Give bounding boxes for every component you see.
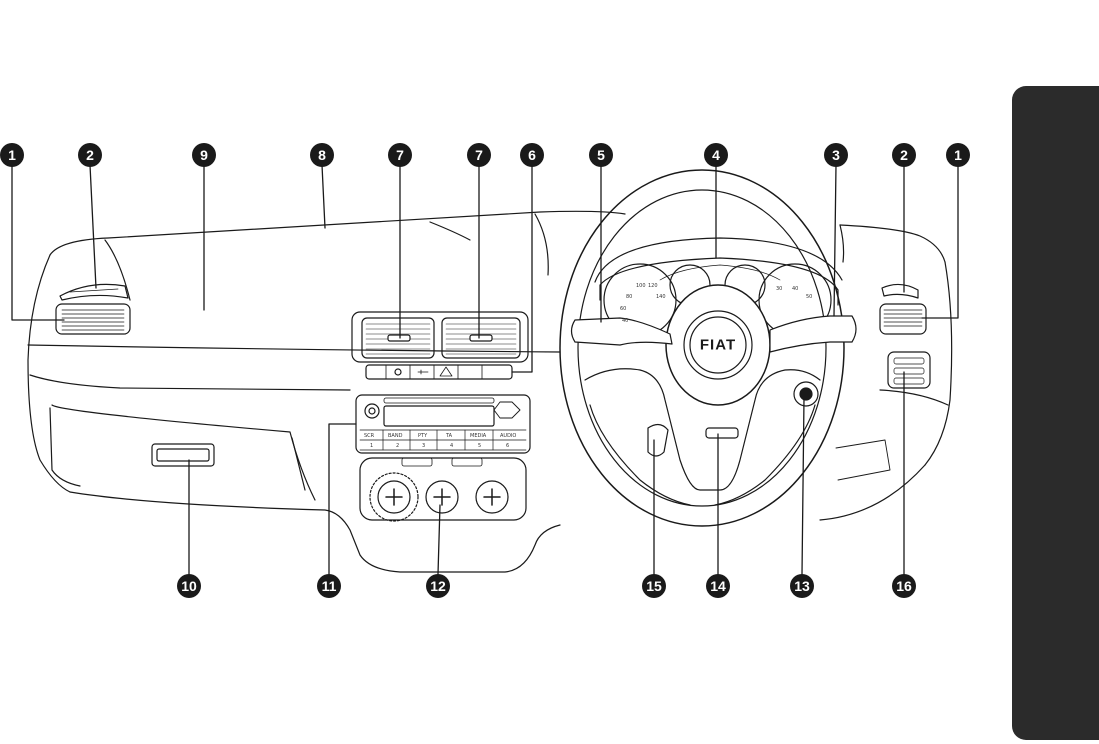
speedo-tick-80: 80 (626, 294, 632, 300)
callout-badge-12: 12 (426, 574, 450, 598)
speedo-tick-100: 100 (636, 283, 646, 289)
svg-text:4: 4 (712, 147, 720, 163)
fiat-logo: FIAT (700, 337, 736, 354)
svg-text:7: 7 (475, 147, 483, 163)
left-vent (55, 283, 131, 335)
radio-label-audio: AUDIO (500, 433, 516, 439)
centre-console (351, 311, 531, 522)
radio-label-scr: SCR (364, 433, 375, 439)
speedo-tick-60: 60 (620, 306, 626, 312)
callout-badge-3: 3 (824, 143, 848, 167)
speedo-tick-40: 40 (622, 318, 628, 324)
callout-badge-11: 11 (317, 574, 341, 598)
callout-badge-14: 14 (706, 574, 730, 598)
radio-label-ta: TA (445, 433, 453, 439)
callout-badge-8: 8 (310, 143, 334, 167)
right-vent (879, 283, 927, 335)
gauge-tick-labels: 80 100 120 140 60 40 30 40 50 (620, 283, 812, 324)
callout-badge-13: 13 (790, 574, 814, 598)
tacho-tick-30: 30 (776, 286, 782, 292)
callout-badge-7-right: 7 (467, 143, 491, 167)
callout-badge-7-left: 7 (388, 143, 412, 167)
svg-text:15: 15 (646, 578, 662, 594)
radio-preset-6: 6 (506, 443, 509, 449)
svg-text:12: 12 (430, 578, 446, 594)
radio-preset-4: 4 (450, 443, 453, 449)
radio-label-pty: PTY (418, 433, 428, 439)
callout-badge-1-left: 1 (0, 143, 24, 167)
glovebox (49, 404, 316, 501)
svg-text:6: 6 (528, 147, 536, 163)
svg-text:8: 8 (318, 147, 326, 163)
svg-text:1: 1 (8, 147, 16, 163)
callout-badge-5: 5 (589, 143, 613, 167)
callout-badge-2-right: 2 (892, 143, 916, 167)
radio-preset-2: 2 (396, 443, 399, 449)
svg-text:10: 10 (181, 578, 197, 594)
callouts: 1 2 9 8 7 7 6 5 4 3 2 1 10 11 12 15 14 1… (0, 143, 970, 598)
dashboard-outline (27, 210, 953, 573)
tacho-tick-50: 50 (806, 294, 812, 300)
callout-badge-10: 10 (177, 574, 201, 598)
callout-badge-15: 15 (642, 574, 666, 598)
svg-text:5: 5 (597, 147, 605, 163)
speedo-tick-120: 120 (648, 283, 658, 289)
callout-badge-2-left: 2 (78, 143, 102, 167)
steering-wheel: FIAT (559, 169, 931, 527)
callout-badge-9: 9 (192, 143, 216, 167)
svg-text:3: 3 (832, 147, 840, 163)
svg-text:13: 13 (794, 578, 810, 594)
radio-preset-5: 5 (478, 443, 481, 449)
radio-label-media: MEDIA (470, 433, 487, 439)
svg-text:16: 16 (896, 578, 912, 594)
tacho-tick-40: 40 (792, 286, 798, 292)
svg-text:2: 2 (900, 147, 908, 163)
svg-text:14: 14 (710, 578, 726, 594)
svg-text:2: 2 (86, 147, 94, 163)
radio-preset-3: 3 (422, 443, 425, 449)
radio-button-labels: SCR BAND PTY TA MEDIA AUDIO 1 2 3 4 5 6 (364, 433, 516, 449)
svg-text:1: 1 (954, 147, 962, 163)
radio-preset-1: 1 (370, 443, 373, 449)
svg-text:11: 11 (322, 578, 337, 594)
leader-lines (11, 164, 959, 575)
svg-text:9: 9 (200, 147, 208, 163)
callout-badge-6: 6 (520, 143, 544, 167)
svg-text:7: 7 (396, 147, 404, 163)
callout-badge-1-right: 1 (946, 143, 970, 167)
speedo-tick-140: 140 (656, 294, 666, 300)
callout-badge-16: 16 (892, 574, 916, 598)
side-tab (1012, 86, 1099, 740)
callout-badge-4: 4 (704, 143, 728, 167)
radio-label-band: BAND (388, 433, 403, 439)
